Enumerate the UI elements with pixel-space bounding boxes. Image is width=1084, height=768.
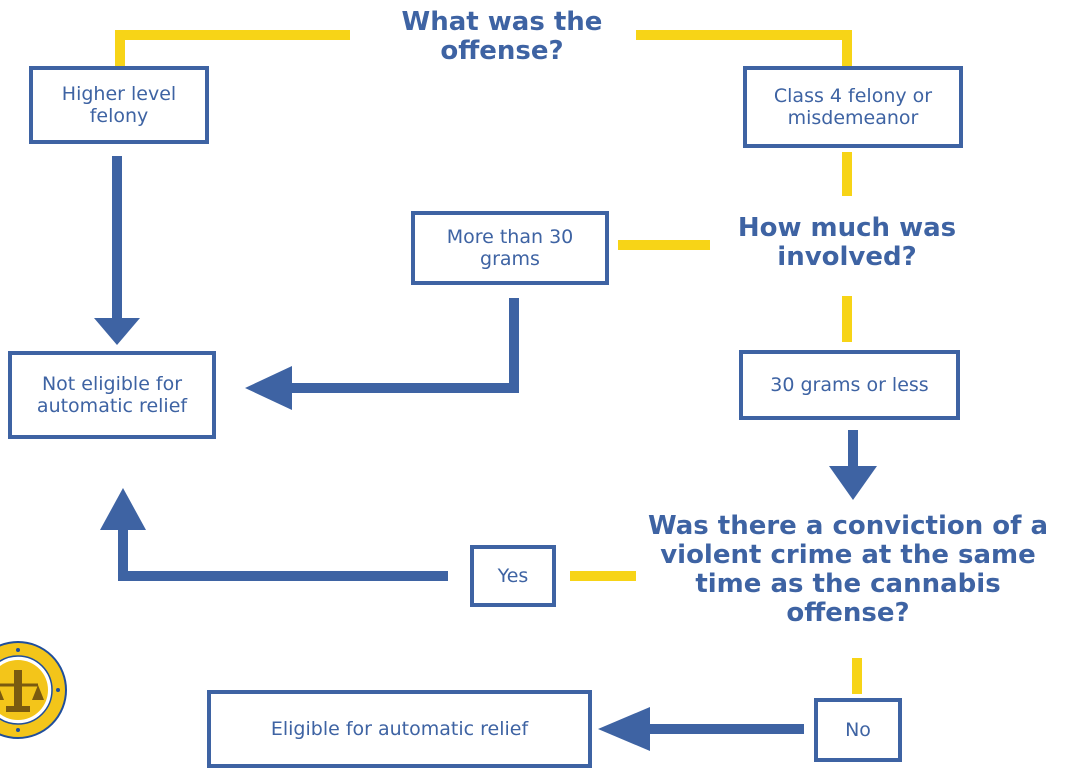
box-not-eligible: Not eligible for automatic relief [8, 351, 216, 439]
blue-arrows [112, 156, 858, 734]
question-offense: What was the offense? [401, 7, 603, 66]
box-30-grams-or-less: 30 grams or less [739, 350, 960, 420]
box-more-than-30-grams: More than 30 grams [411, 211, 609, 285]
box-higher-level-felony: Higher level felony [29, 66, 209, 144]
arrow-more30-to-noteligible-shaft [290, 298, 519, 393]
question-violent-crime: Was there a conviction of a violent crim… [647, 511, 1049, 628]
arrowhead-left-eligible [598, 707, 650, 751]
yellow-connectors [115, 30, 862, 694]
attorney-seal-icon [0, 641, 67, 739]
arrow-yes-to-noteligible-shaft [118, 528, 448, 581]
connector-q1-right [636, 30, 852, 66]
connector-q1-left [115, 30, 350, 66]
arrowhead-left-noteligible [245, 366, 292, 410]
arrow-heads [94, 318, 877, 751]
arrowhead-up-noteligible [100, 488, 146, 530]
box-yes: Yes [470, 545, 556, 607]
box-class4-felony: Class 4 felony or misdemeanor [743, 66, 963, 148]
arrowhead-down-q3 [829, 466, 877, 500]
arrowhead-down-left [94, 318, 140, 345]
box-eligible: Eligible for automatic relief [207, 690, 592, 768]
question-amount: How much was involved? [737, 213, 957, 272]
box-no: No [814, 698, 902, 762]
